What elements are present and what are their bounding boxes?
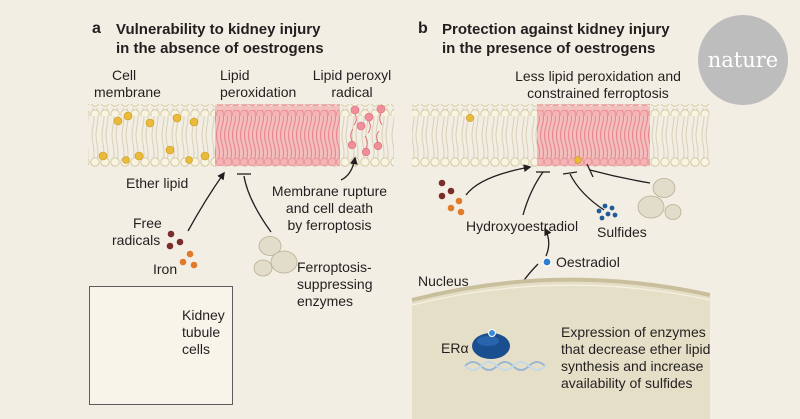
lipid-peroxyl-label-1: Lipid peroxyl — [312, 67, 392, 83]
rupture-label-3: by ferroptosis — [287, 217, 372, 233]
lipid-peroxyl-label-2: radical — [331, 84, 373, 100]
free-radicals-label-2: radicals — [112, 232, 161, 248]
ether-lipids-a — [98, 111, 210, 164]
membrane-b — [412, 104, 710, 168]
rupture-label-2: and cell death — [285, 200, 374, 216]
enzymes-label-3: enzymes — [297, 293, 354, 309]
enzymes-a — [253, 236, 298, 277]
ether-lipids-b — [466, 114, 582, 164]
lipid-peroxidation-label-2: peroxidation — [220, 84, 297, 100]
kidney-inset — [89, 286, 233, 405]
expression-label-3: synthesis and increase — [561, 358, 704, 374]
free-radicals-label-1: Free — [133, 215, 162, 231]
kidney-label-1: Kidney — [182, 307, 225, 323]
oestradiol-molecule — [542, 257, 552, 267]
arrows-a — [187, 156, 358, 233]
nature-logo: nature — [698, 15, 788, 105]
kidney-label-2: tubule — [182, 324, 221, 340]
panel-a-title-1: Vulnerability to kidney injury — [116, 21, 321, 38]
nucleus — [411, 277, 711, 419]
cell-membrane-label-2: membrane — [94, 84, 161, 100]
expression-label-2: that decrease ether lipid — [561, 341, 711, 357]
panel-b-title-2: in the presence of oestrogens — [442, 40, 656, 57]
panel-a-title-2: in the absence of oestrogens — [116, 40, 324, 57]
sulfides-label: Sulfides — [597, 224, 647, 240]
lipid-peroxyl-radicals — [347, 104, 386, 157]
panel-a-letter: a — [92, 20, 101, 37]
iron-dots-b — [447, 197, 465, 216]
hydroxyoestradiol-label: Hydroxyoestradiol — [466, 218, 579, 234]
free-radicals-dots — [166, 230, 184, 250]
less-lipid-label-1: Less lipid peroxidation and — [515, 68, 681, 84]
rupture-label-1: Membrane rupture — [271, 183, 388, 199]
arrow-radicals-to-membrane — [187, 171, 225, 232]
arrow-rupture — [340, 156, 358, 181]
dna-helix — [464, 361, 546, 371]
enzymes-b — [637, 178, 682, 220]
inhibit-enzymes-line — [243, 175, 272, 233]
nucleus-label: Nucleus — [418, 273, 469, 289]
enzymes-label-2: suppressing — [297, 276, 373, 292]
ether-lipid-label: Ether lipid — [126, 175, 189, 191]
less-lipid-label-2: constrained ferroptosis — [527, 85, 669, 101]
expression-label-1: Expression of enzymes — [561, 324, 706, 340]
free-radicals-dots-b — [438, 179, 455, 200]
iron-dots — [179, 250, 198, 269]
expression-label-4: availability of sulfides — [561, 375, 693, 391]
enzymes-label-1: Ferroptosis- — [297, 259, 372, 275]
er-alpha-receptor — [472, 329, 510, 359]
er-alpha-label: ERα — [441, 340, 469, 356]
lipid-peroxidation-label-1: Lipid — [220, 67, 250, 83]
kidney-label-3: cells — [182, 341, 211, 357]
sulfide-dots — [596, 203, 618, 221]
panel-b-letter: b — [418, 20, 428, 37]
cell-membrane-label-1: Cell — [112, 67, 137, 83]
panel-b-title-1: Protection against kidney injury — [442, 21, 670, 38]
iron-label: Iron — [153, 261, 178, 277]
oestradiol-label: Oestradiol — [556, 254, 620, 270]
membrane-a — [88, 104, 394, 168]
